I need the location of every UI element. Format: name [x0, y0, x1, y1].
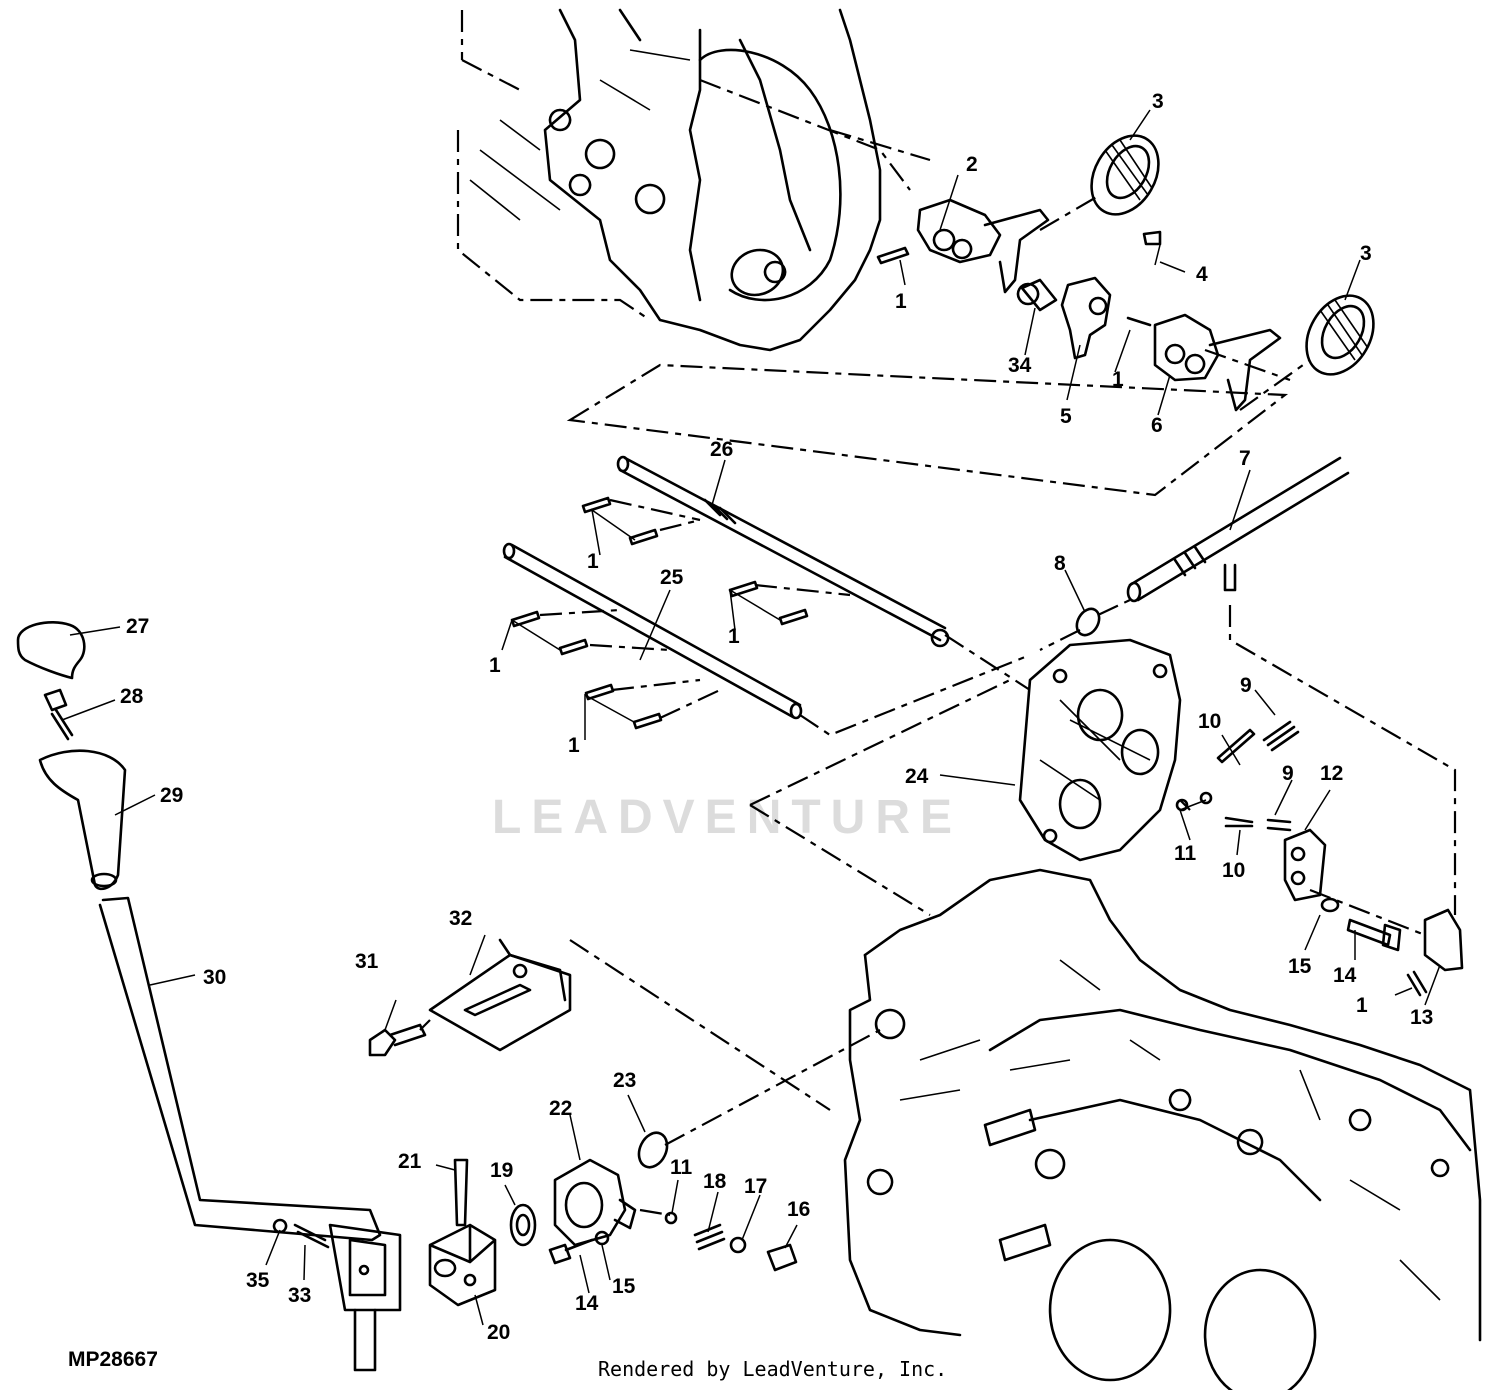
lever-30 — [98, 896, 402, 1372]
callout-3: 3 — [1152, 90, 1164, 113]
callout-1-e: 1 — [489, 654, 501, 677]
lower-housing — [843, 868, 1482, 1390]
callout-14: 14 — [575, 1292, 599, 1315]
shift-fork-2 — [916, 198, 1050, 294]
callout-1-f: 1 — [568, 734, 580, 757]
callout-35: 35 — [246, 1269, 270, 1292]
callout-8: 8 — [1054, 552, 1066, 575]
callout-5: 5 — [1060, 405, 1072, 428]
seal-8 — [1075, 607, 1101, 637]
right-small-parts — [1175, 605, 1464, 972]
leader-lines — [61, 109, 1441, 1326]
knob-27 — [16, 621, 86, 680]
callout-16: 16 — [787, 1198, 810, 1221]
callout-13: 13 — [1410, 1006, 1433, 1029]
callout-27: 27 — [126, 615, 149, 638]
seal-19 — [509, 1203, 537, 1247]
cover-24 — [1018, 638, 1182, 862]
watermark: LEADVENTURE — [492, 791, 963, 844]
callout-2: 2 — [966, 153, 978, 176]
screw-28 — [43, 688, 74, 741]
callout-30: 30 — [203, 966, 226, 989]
callout-14: 14 — [1333, 964, 1357, 987]
callout-6: 6 — [1151, 414, 1163, 437]
bracket-32 — [428, 938, 572, 1052]
small-lower-parts — [548, 1211, 798, 1272]
callout-4: 4 — [1196, 263, 1208, 286]
seal-23 — [637, 1131, 669, 1169]
callout-1: 1 — [895, 290, 907, 313]
pin-21 — [453, 1158, 469, 1227]
small-parts-top — [876, 230, 1162, 327]
bushing-34 — [1016, 278, 1058, 312]
callout-20: 20 — [487, 1321, 510, 1344]
collar-3-lower — [1305, 294, 1375, 376]
callout-31: 31 — [355, 950, 379, 973]
callout-19: 19 — [490, 1159, 513, 1182]
callout-15: 15 — [612, 1275, 636, 1298]
callout-10: 10 — [1222, 859, 1245, 882]
callout-29: 29 — [160, 784, 183, 807]
callout-34: 34 — [1008, 354, 1032, 377]
callout-21: 21 — [398, 1150, 422, 1173]
callout-18: 18 — [703, 1170, 727, 1193]
shift-fork-6 — [1153, 313, 1282, 412]
callout-3: 3 — [1360, 242, 1372, 265]
callout-15: 15 — [1288, 955, 1312, 978]
callout-1-d: 1 — [728, 625, 740, 648]
callout-33: 33 — [288, 1284, 311, 1307]
grip-29 — [38, 749, 127, 891]
part-5 — [1060, 276, 1112, 360]
callout-17: 17 — [744, 1175, 767, 1198]
callout-32: 32 — [449, 907, 472, 930]
callout-23: 23 — [613, 1069, 636, 1092]
callout-28: 28 — [120, 685, 144, 708]
housing-22 — [553, 1158, 637, 1247]
callouts: 1 2 3 3 4 5 6 7 8 9 9 10 10 11 11 12 13 … — [120, 90, 1433, 1344]
shift-shaft-25 — [502, 542, 803, 720]
block-20 — [428, 1223, 497, 1307]
callout-1-g: 1 — [1356, 994, 1368, 1017]
spring-pin-33-35 — [272, 1218, 330, 1249]
callout-26: 26 — [710, 438, 733, 461]
callout-1-b: 1 — [1112, 368, 1124, 391]
collar-3-upper — [1090, 134, 1160, 216]
callout-9: 9 — [1282, 762, 1294, 785]
callout-7: 7 — [1239, 447, 1251, 470]
diagram-code: MP28667 — [68, 1348, 158, 1371]
callout-22: 22 — [549, 1097, 572, 1120]
callout-25: 25 — [660, 566, 684, 589]
callout-11: 11 — [1174, 842, 1197, 865]
callout-24: 24 — [905, 765, 929, 788]
callout-1-c: 1 — [587, 550, 599, 573]
bolt-31 — [368, 1023, 427, 1057]
callout-12: 12 — [1320, 762, 1343, 785]
callout-11: 11 — [670, 1156, 693, 1179]
roll-pins-1 — [510, 496, 1428, 997]
shift-shaft-7 — [1126, 456, 1350, 603]
render-credit: Rendered by LeadVenture, Inc. — [598, 1357, 948, 1381]
shift-shaft-26 — [616, 455, 950, 648]
callout-9: 9 — [1240, 674, 1252, 697]
upper-housing — [456, 8, 931, 352]
callout-10: 10 — [1198, 710, 1221, 733]
